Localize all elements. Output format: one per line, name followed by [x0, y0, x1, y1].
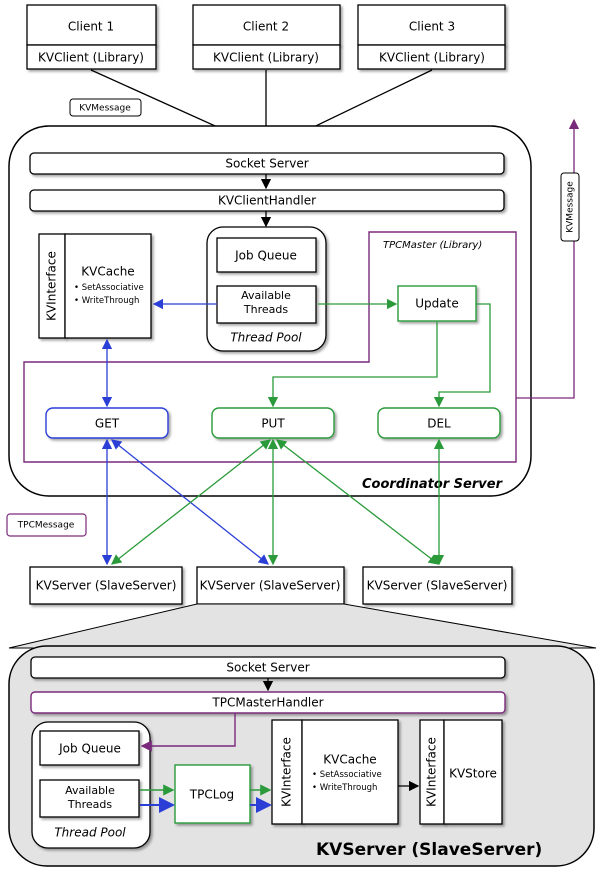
slave-detail-title: KVServer (SlaveServer) [316, 840, 542, 860]
slave-servers: KVServer (SlaveServer) KVServer (SlaveSe… [29, 566, 513, 605]
slave-1-label: KVServer (SlaveServer) [36, 579, 177, 593]
slave-kvinterface2-label: KVInterface [425, 737, 439, 807]
client-3-label: Client 3 [409, 20, 455, 34]
kvmessage-label: KVMessage [79, 104, 131, 114]
kvstore-label: KVStore [449, 767, 497, 781]
get-label: GET [95, 417, 120, 431]
thread-pool-label: Thread Pool [230, 331, 302, 345]
coordinator-socket-server-label: Socket Server [225, 157, 308, 171]
client-2-library-label: KVClient (Library) [213, 51, 319, 65]
slave-job-queue-label: Job Queue [58, 742, 121, 756]
kvinterface-label: KVInterface [45, 251, 59, 321]
kvmessage-side-label: KVMessage [566, 181, 576, 233]
slave-thread-pool-label: Thread Pool [54, 826, 126, 840]
client-1: Client 1 KVClient (Library) [26, 4, 157, 70]
client-handler-label: KVClientHandler [218, 194, 316, 208]
job-queue-label: Job Queue [234, 249, 297, 263]
kvmessage-side-tag: KVMessage [560, 172, 580, 242]
slave-3-label: KVServer (SlaveServer) [367, 579, 508, 593]
zoom-connector [8, 603, 597, 649]
kvcache-bullet-2: • WriteThrough [74, 296, 139, 306]
put-label: PUT [261, 417, 285, 431]
slave-arrows [101, 438, 445, 566]
slave-kvcache-bullet-2: • WriteThrough [312, 783, 377, 793]
slave-2-label: KVServer (SlaveServer) [200, 579, 341, 593]
slave-kvinterface-label: KVInterface [280, 737, 294, 807]
tpcmessage-tag: TPCMessage [6, 513, 87, 537]
slave-detail-arrows [140, 713, 420, 813]
coordinator-title: Coordinator Server [362, 477, 504, 492]
update-label: Update [415, 297, 458, 311]
slave-kvcache-label: KVCache [323, 753, 376, 767]
kvcache-bullet-1: • SetAssociative [74, 283, 144, 293]
kvmessage-tag: KVMessage [69, 98, 142, 117]
tpcmaster-region [23, 231, 517, 463]
coordinator-server: Coordinator Server Socket Server KVClien… [8, 125, 532, 497]
client-2: Client 2 KVClient (Library) [192, 4, 341, 70]
slave-socket-server-label: Socket Server [226, 661, 309, 675]
tpcmessage-label: TPCMessage [17, 521, 75, 531]
tpcmaster-label: TPCMaster (Library) [383, 240, 482, 251]
client-3-library-label: KVClient (Library) [379, 51, 485, 65]
slave-detail: KVServer (SlaveServer) Socket Server TPC… [8, 645, 595, 867]
tpclog-label: TPCLog [189, 788, 234, 802]
del-label: DEL [427, 417, 451, 431]
client-2-label: Client 2 [243, 20, 289, 34]
client-1-label: Client 1 [68, 20, 114, 34]
client-1-library-label: KVClient (Library) [38, 51, 144, 65]
client-3: Client 3 KVClient (Library) [357, 4, 506, 70]
master-handler-label: TPCMasterHandler [211, 696, 323, 710]
slave-kvcache-bullet-1: • SetAssociative [312, 770, 382, 780]
kvcache-label: KVCache [81, 265, 134, 279]
